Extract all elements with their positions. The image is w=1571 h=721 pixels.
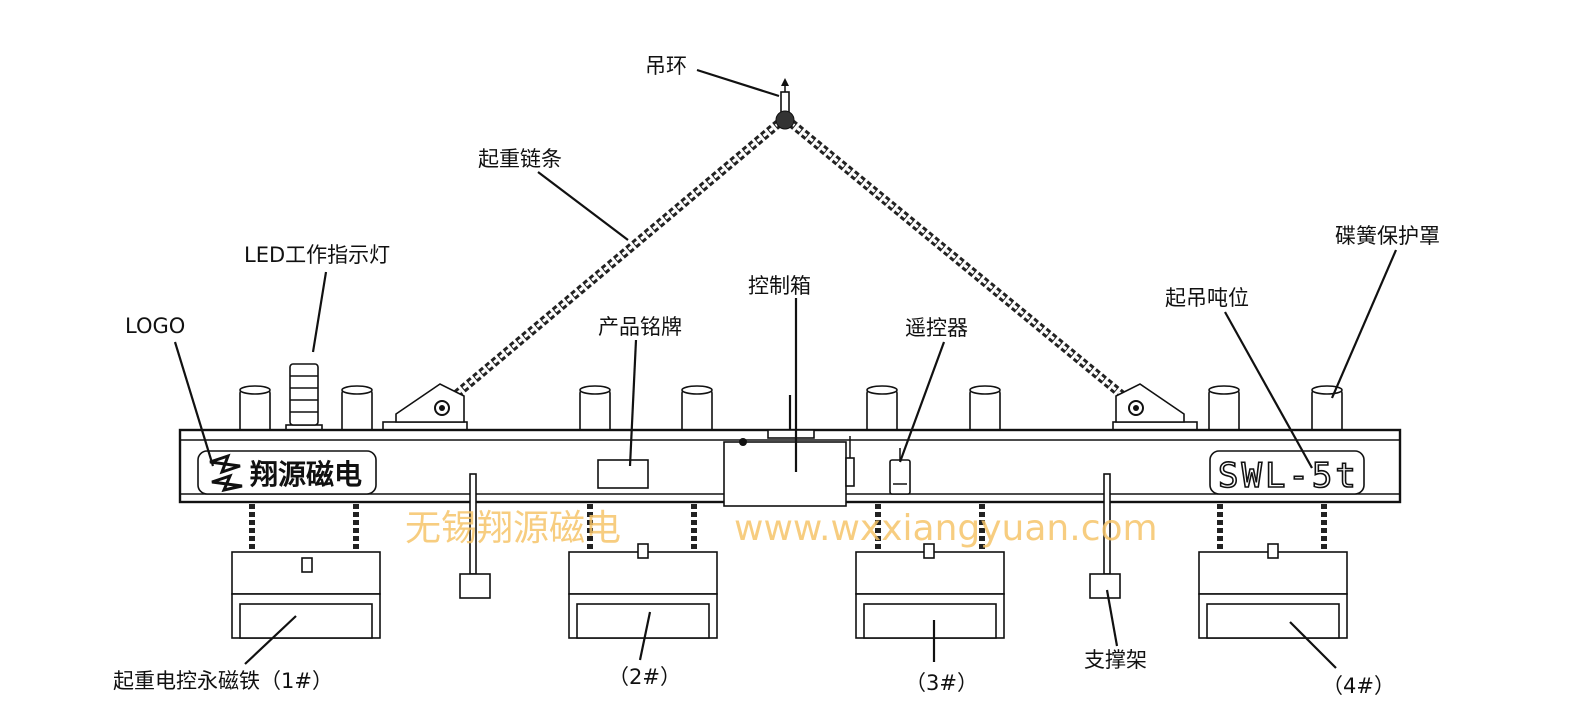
label-nameplate: 产品铭牌 bbox=[598, 315, 682, 339]
magnet-2 bbox=[568, 504, 718, 639]
product-nameplate bbox=[597, 459, 649, 489]
label-led: LED工作指示灯 bbox=[244, 243, 390, 267]
led-indicator bbox=[285, 363, 323, 434]
logo-icon bbox=[209, 453, 243, 493]
magnet-4 bbox=[1198, 504, 1348, 639]
support-stand-right bbox=[1089, 473, 1121, 599]
label-magnet-2: （2#） bbox=[608, 665, 681, 689]
support-stand-left bbox=[459, 473, 491, 599]
label-hook: 吊环 bbox=[645, 54, 687, 78]
logo-text: 翔源磁电 bbox=[250, 458, 362, 491]
label-control-box: 控制箱 bbox=[748, 274, 811, 298]
label-logo: LOGO bbox=[125, 314, 185, 338]
lifting-ring bbox=[775, 78, 795, 130]
label-magnet-3: （3#） bbox=[905, 671, 978, 695]
label-magnet-4: （4#） bbox=[1322, 674, 1395, 698]
watermark-company: 无锡翔源磁电 bbox=[405, 508, 621, 549]
magnet-1 bbox=[231, 504, 381, 639]
swl-plate: SWL-5t bbox=[1209, 450, 1365, 497]
labels: 吊环 起重链条 LED工作指示灯 LOGO 产品铭牌 控制箱 遥控器 起吊吨位 … bbox=[113, 54, 1440, 698]
label-chain: 起重链条 bbox=[478, 147, 562, 171]
swl-text: SWL-5t bbox=[1218, 456, 1359, 496]
watermark-url: www.wxxiangyuan.com bbox=[734, 508, 1158, 549]
lifting-chains bbox=[437, 114, 1141, 412]
label-tonnage: 起吊吨位 bbox=[1165, 286, 1249, 310]
logo-plate: 翔源磁电 bbox=[197, 450, 377, 495]
label-magnet-1: 起重电控永磁铁（1#） bbox=[113, 669, 333, 693]
leader-lines bbox=[173, 68, 1398, 669]
label-spring-cover: 碟簧保护罩 bbox=[1335, 224, 1440, 248]
label-support: 支撑架 bbox=[1084, 648, 1147, 672]
magnet-3 bbox=[855, 504, 1005, 639]
label-remote: 遥控器 bbox=[905, 316, 968, 340]
control-box bbox=[723, 395, 855, 507]
